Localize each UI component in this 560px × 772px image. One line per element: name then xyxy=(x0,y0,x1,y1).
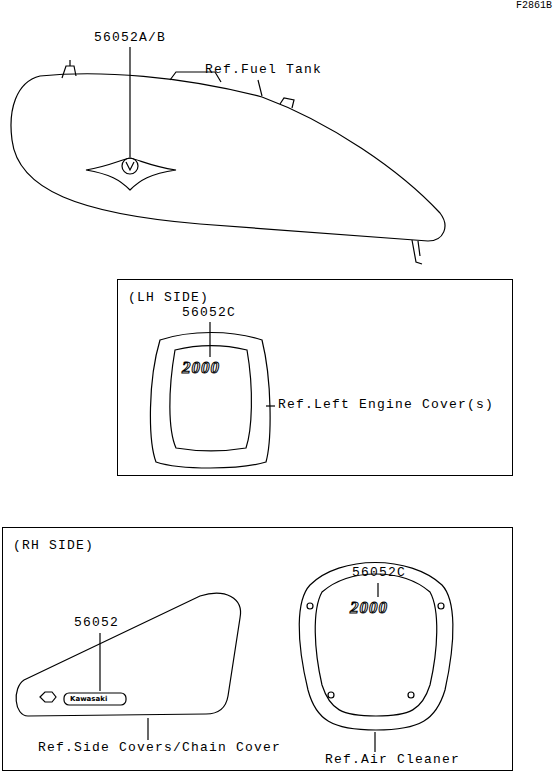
panel-heading: (LH SIDE) xyxy=(128,290,209,305)
emblem-text: Kawasaki xyxy=(70,695,107,703)
leader-line xyxy=(374,732,375,752)
tank-emblem xyxy=(86,158,176,190)
lh-side-panel: (LH SIDE) xyxy=(117,279,513,476)
badge-text: 2000 xyxy=(182,358,220,378)
air-cleaner xyxy=(299,563,453,731)
figure-number: F2861B xyxy=(516,0,552,12)
fuel-tank xyxy=(11,74,445,241)
badge-text: 2000 xyxy=(350,598,388,618)
leader-line xyxy=(147,718,148,740)
tank-clip xyxy=(62,60,76,78)
callout-number: 56052A/B xyxy=(94,31,166,46)
callout-number: 56052C xyxy=(352,566,406,581)
part-reference: Ref.Left Engine Cover(s) xyxy=(278,398,494,413)
leader-line xyxy=(377,583,378,597)
part-reference: Ref.Fuel Tank xyxy=(205,63,322,78)
side-cover xyxy=(16,593,240,716)
air-cleaner xyxy=(315,574,437,716)
leader-line xyxy=(266,405,275,406)
side-cover-emblem xyxy=(64,693,126,705)
tank-drain xyxy=(412,240,422,264)
tank-emblem xyxy=(126,162,134,170)
hex-bolt xyxy=(40,692,56,702)
part-reference: Ref.Air Cleaner xyxy=(325,753,460,768)
left-engine-cover xyxy=(170,346,252,452)
leader-line xyxy=(209,322,210,357)
tank-emblem xyxy=(122,158,138,174)
panel-heading: (RH SIDE) xyxy=(13,538,94,553)
callout-number: 56052C xyxy=(182,306,236,321)
leader-line xyxy=(129,47,130,157)
callout-number: 56052 xyxy=(74,616,119,631)
tank-clip xyxy=(280,98,294,108)
part-reference: Ref.Side Covers/Chain Cover xyxy=(38,741,281,756)
screw xyxy=(307,603,313,609)
screw xyxy=(438,603,444,609)
rh-side-panel: (RH SIDE) xyxy=(2,527,513,771)
screw xyxy=(328,692,334,698)
leader-line xyxy=(99,633,100,691)
screw xyxy=(408,692,414,698)
leader-line xyxy=(258,80,262,96)
